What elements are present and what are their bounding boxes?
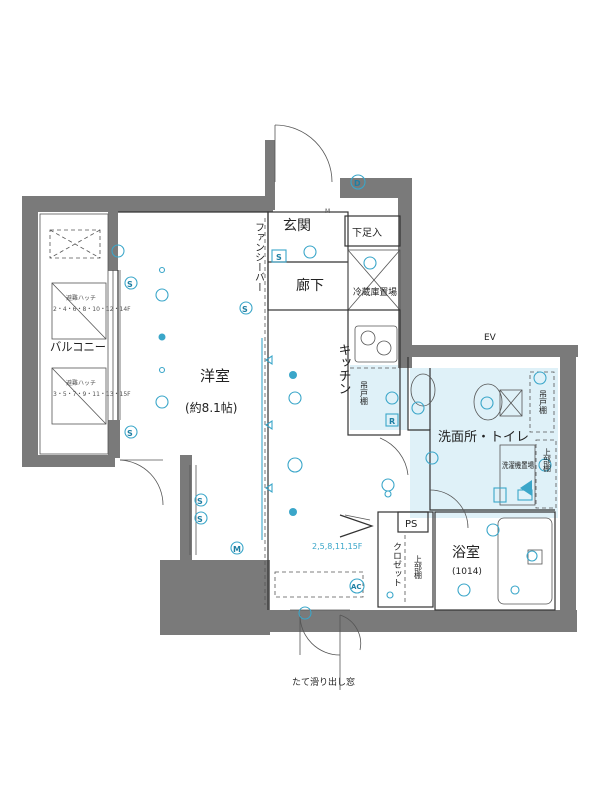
upper-shelf-closet-label: 上部棚 [414,555,423,580]
kitchen-label: キッチン [336,343,351,395]
interior-lines [39,211,557,611]
fan-space-label: ファンシーバー [253,222,265,292]
hanging-shelf-kitchen-label: 吊戸棚 [360,381,369,406]
wall-bottom-left-block [160,560,270,635]
hatch-label-1: 避難ハッチ [66,294,96,302]
balcony-label: バルコニー [50,340,106,354]
switch-symbol-balcony-2: S [127,429,133,438]
room-label-entrance: 玄関 [283,217,311,234]
distribution-board-symbol: D [354,179,361,188]
walls [22,140,578,635]
ps-label: PS [405,519,417,530]
wall-left-lower [180,455,192,565]
switch-symbol-lower-1: S [197,497,203,506]
bathroom-size: (1014) [452,567,482,577]
hatch-label-2: 避難ハッチ [66,379,96,387]
wall-ev-top [408,345,578,357]
washer-space-label: 洗濯機置場 [502,460,534,470]
meter-box-symbol: M [233,545,241,554]
hanging-shelf-toilet-label: 吊戸棚 [539,390,548,415]
switch-symbol-entrance: S [276,253,282,262]
window-note: たて滑り出し窓 [292,676,355,688]
air-conditioner-symbol: AC [351,583,362,591]
equipment [111,174,552,620]
wall-main-left-bottom [108,420,120,458]
upper-shelf-washroom-label: 上部棚 [543,448,552,473]
switch-symbol-fan: S [242,305,248,314]
ceiling-note: 2,5,8,11,15F [312,542,363,551]
room-label-hallway: 廊下 [296,277,324,294]
doors [119,124,469,690]
wall-balcony-left [22,196,38,466]
washroom-toilet-label: 洗面所・トイレ [438,430,529,445]
wall-top-left [22,196,115,212]
wall-right-upper [398,178,412,368]
wall-main-left-top [108,196,118,271]
labels: 洋室 (約8.1帖) 玄関 M 下足入 廊下 冷蔵庫置場 EV 洗面所・トイレ … [50,179,552,688]
ev-label: EV [484,333,497,343]
fridge-space-label: 冷蔵庫置場 [353,286,397,298]
hatch-floors-1: 2・4・6・8・10・12・14F [53,306,131,313]
distribution-board-icon [350,174,366,190]
room-label-bathroom: 浴室 [452,544,480,561]
shoe-box-label: 下足入 [352,227,382,239]
room-label-western: 洋室 [200,367,230,385]
switch-icon [271,249,287,263]
wall-entrance-right [340,178,400,198]
wall-right [560,345,576,615]
wall-balcony-bottom [22,455,115,467]
switch-symbol-lower-2: S [197,515,203,524]
switch-symbol-balcony: S [127,280,133,289]
meter-label: M [325,208,330,215]
room-size-western: (約8.1帖) [185,400,237,415]
closet-label: クロゼット [391,542,402,587]
wall-room-top [108,196,273,212]
wall-bottom [262,610,577,632]
hatch-floors-2: 3・5・7・9・11・13・15F [53,391,131,398]
wall-entrance-left [265,140,275,210]
refrigerator-outlet-symbol: R [389,417,395,426]
